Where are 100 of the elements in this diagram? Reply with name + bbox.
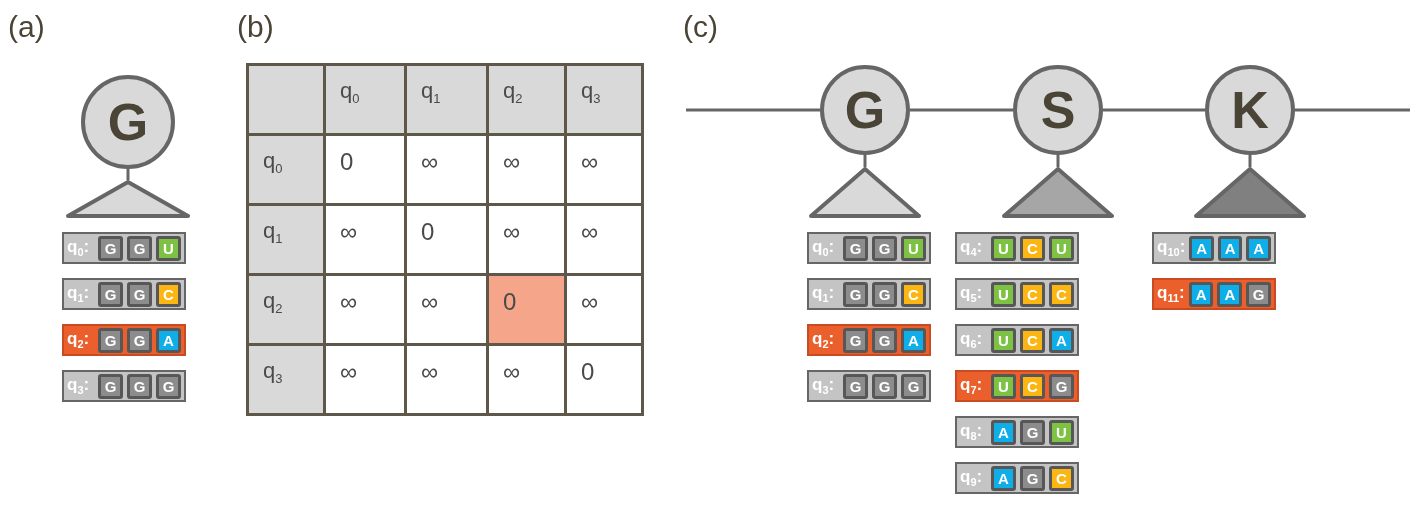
codon-label: q$_{6}$:: [960, 329, 984, 351]
codon-triangle: [809, 167, 921, 218]
codon-label: q$_{9}$:: [960, 467, 984, 489]
nucleotide-tile: U: [1049, 235, 1074, 261]
nucleotide-tile: C: [1020, 373, 1045, 399]
table-cell: 0: [564, 343, 644, 416]
codon-row: [62, 324, 186, 356]
codon-row: [955, 232, 1079, 264]
nucleotide-tile: A: [1246, 235, 1271, 261]
nucleotide-tile: G: [843, 327, 868, 353]
nucleotide-tile: G: [127, 235, 152, 261]
codon-label: q$_{0}$:: [67, 237, 91, 259]
codon-row: [62, 232, 186, 264]
nucleotide-tile: A: [1189, 235, 1214, 261]
nucleotide-tile: G: [1246, 281, 1271, 307]
amino-acid-circle: K: [1205, 65, 1295, 155]
table-header-cell: q$_{2}$: [486, 63, 567, 136]
nucleotide-tile: C: [901, 281, 926, 307]
nucleotide-tile: G: [872, 281, 897, 307]
nucleotide-tile: U: [991, 373, 1016, 399]
codon-row: [955, 278, 1079, 310]
connector-line: [910, 108, 1013, 112]
connector-line: [1295, 108, 1410, 112]
codon-row: [807, 324, 931, 356]
codon-label: q$_{8}$:: [960, 421, 984, 443]
table-cell: 0: [486, 273, 567, 346]
nucleotide-tile: G: [98, 235, 123, 261]
nucleotide-tile: G: [156, 373, 181, 399]
nucleotide-tile: A: [991, 419, 1016, 445]
nucleotide-tile: G: [98, 327, 123, 353]
table-header-cell: q$_{1}$: [246, 203, 326, 276]
table-header-cell: q$_{2}$: [246, 273, 326, 346]
codon-label: q$_{1}$:: [812, 283, 836, 305]
codon-label: q$_{1}$:: [67, 283, 91, 305]
codon-label: q$_{5}$:: [960, 283, 984, 305]
nucleotide-tile: A: [1049, 327, 1074, 353]
connector-line: [126, 169, 130, 180]
table-header-cell: q$_{1}$: [404, 63, 489, 136]
connector-line: [863, 155, 867, 167]
nucleotide-tile: G: [843, 373, 868, 399]
codon-row: [807, 232, 931, 264]
nucleotide-tile: G: [872, 235, 897, 261]
amino-acid-circle: S: [1013, 65, 1103, 155]
codon-label: q$_{4}$:: [960, 237, 984, 259]
nucleotide-tile: C: [1020, 281, 1045, 307]
nucleotide-tile: G: [901, 373, 926, 399]
nucleotide-tile: G: [1020, 419, 1045, 445]
nucleotide-tile: A: [156, 327, 181, 353]
panel-label: (a): [8, 10, 45, 44]
nucleotide-tile: G: [1020, 465, 1045, 491]
codon-label: q$_{11}$:: [1157, 283, 1185, 305]
nucleotide-tile: G: [1049, 373, 1074, 399]
codon-row: [955, 370, 1079, 402]
codon-triangle: [1002, 167, 1114, 218]
nucleotide-tile: A: [991, 465, 1016, 491]
nucleotide-tile: G: [127, 281, 152, 307]
nucleotide-tile: U: [991, 281, 1016, 307]
codon-row: [807, 278, 931, 310]
connector-line: [1248, 155, 1252, 167]
connector-line: [1103, 108, 1205, 112]
nucleotide-tile: U: [156, 235, 181, 261]
nucleotide-tile: G: [872, 373, 897, 399]
codon-label: q$_{2}$:: [812, 329, 836, 351]
connector-line: [1056, 155, 1060, 167]
nucleotide-tile: G: [127, 373, 152, 399]
nucleotide-tile: A: [1217, 235, 1243, 261]
codon-row: [62, 370, 186, 402]
codon-label: q$_{0}$:: [812, 237, 836, 259]
codon-label: q$_{7}$:: [960, 375, 984, 397]
nucleotide-tile: A: [1188, 281, 1214, 307]
nucleotide-tile: U: [1049, 419, 1074, 445]
nucleotide-tile: A: [1217, 281, 1243, 307]
nucleotide-tile: A: [901, 327, 926, 353]
table-header-cell: q$_{3}$: [564, 63, 644, 136]
nucleotide-tile: G: [843, 281, 868, 307]
codon-row: [955, 416, 1079, 448]
panel-label: (b): [237, 10, 274, 44]
nucleotide-tile: C: [156, 281, 181, 307]
nucleotide-tile: U: [991, 235, 1016, 261]
panel-label: (c): [683, 10, 718, 44]
nucleotide-tile: C: [1049, 281, 1074, 307]
amino-acid-circle: G: [820, 65, 910, 155]
nucleotide-tile: G: [127, 327, 152, 353]
connector-line: [686, 108, 820, 112]
table-header-cell: q$_{0}$: [323, 63, 407, 136]
nucleotide-tile: C: [1049, 465, 1074, 491]
codon-label: q$_{2}$:: [67, 329, 91, 351]
nucleotide-tile: U: [901, 235, 926, 261]
nucleotide-tile: G: [98, 373, 123, 399]
table-header-cell: q$_{0}$: [246, 133, 326, 206]
nucleotide-tile: G: [872, 327, 897, 353]
codon-row: [62, 278, 186, 310]
nucleotide-tile: C: [1020, 327, 1045, 353]
nucleotide-tile: C: [1020, 235, 1045, 261]
codon-row: [955, 324, 1079, 356]
codon-row: [1152, 232, 1276, 264]
codon-row: [1152, 278, 1276, 310]
codon-label: q$_{10}$:: [1157, 237, 1186, 259]
nucleotide-tile: U: [991, 327, 1016, 353]
table-header-cell: q$_{3}$: [246, 343, 326, 416]
